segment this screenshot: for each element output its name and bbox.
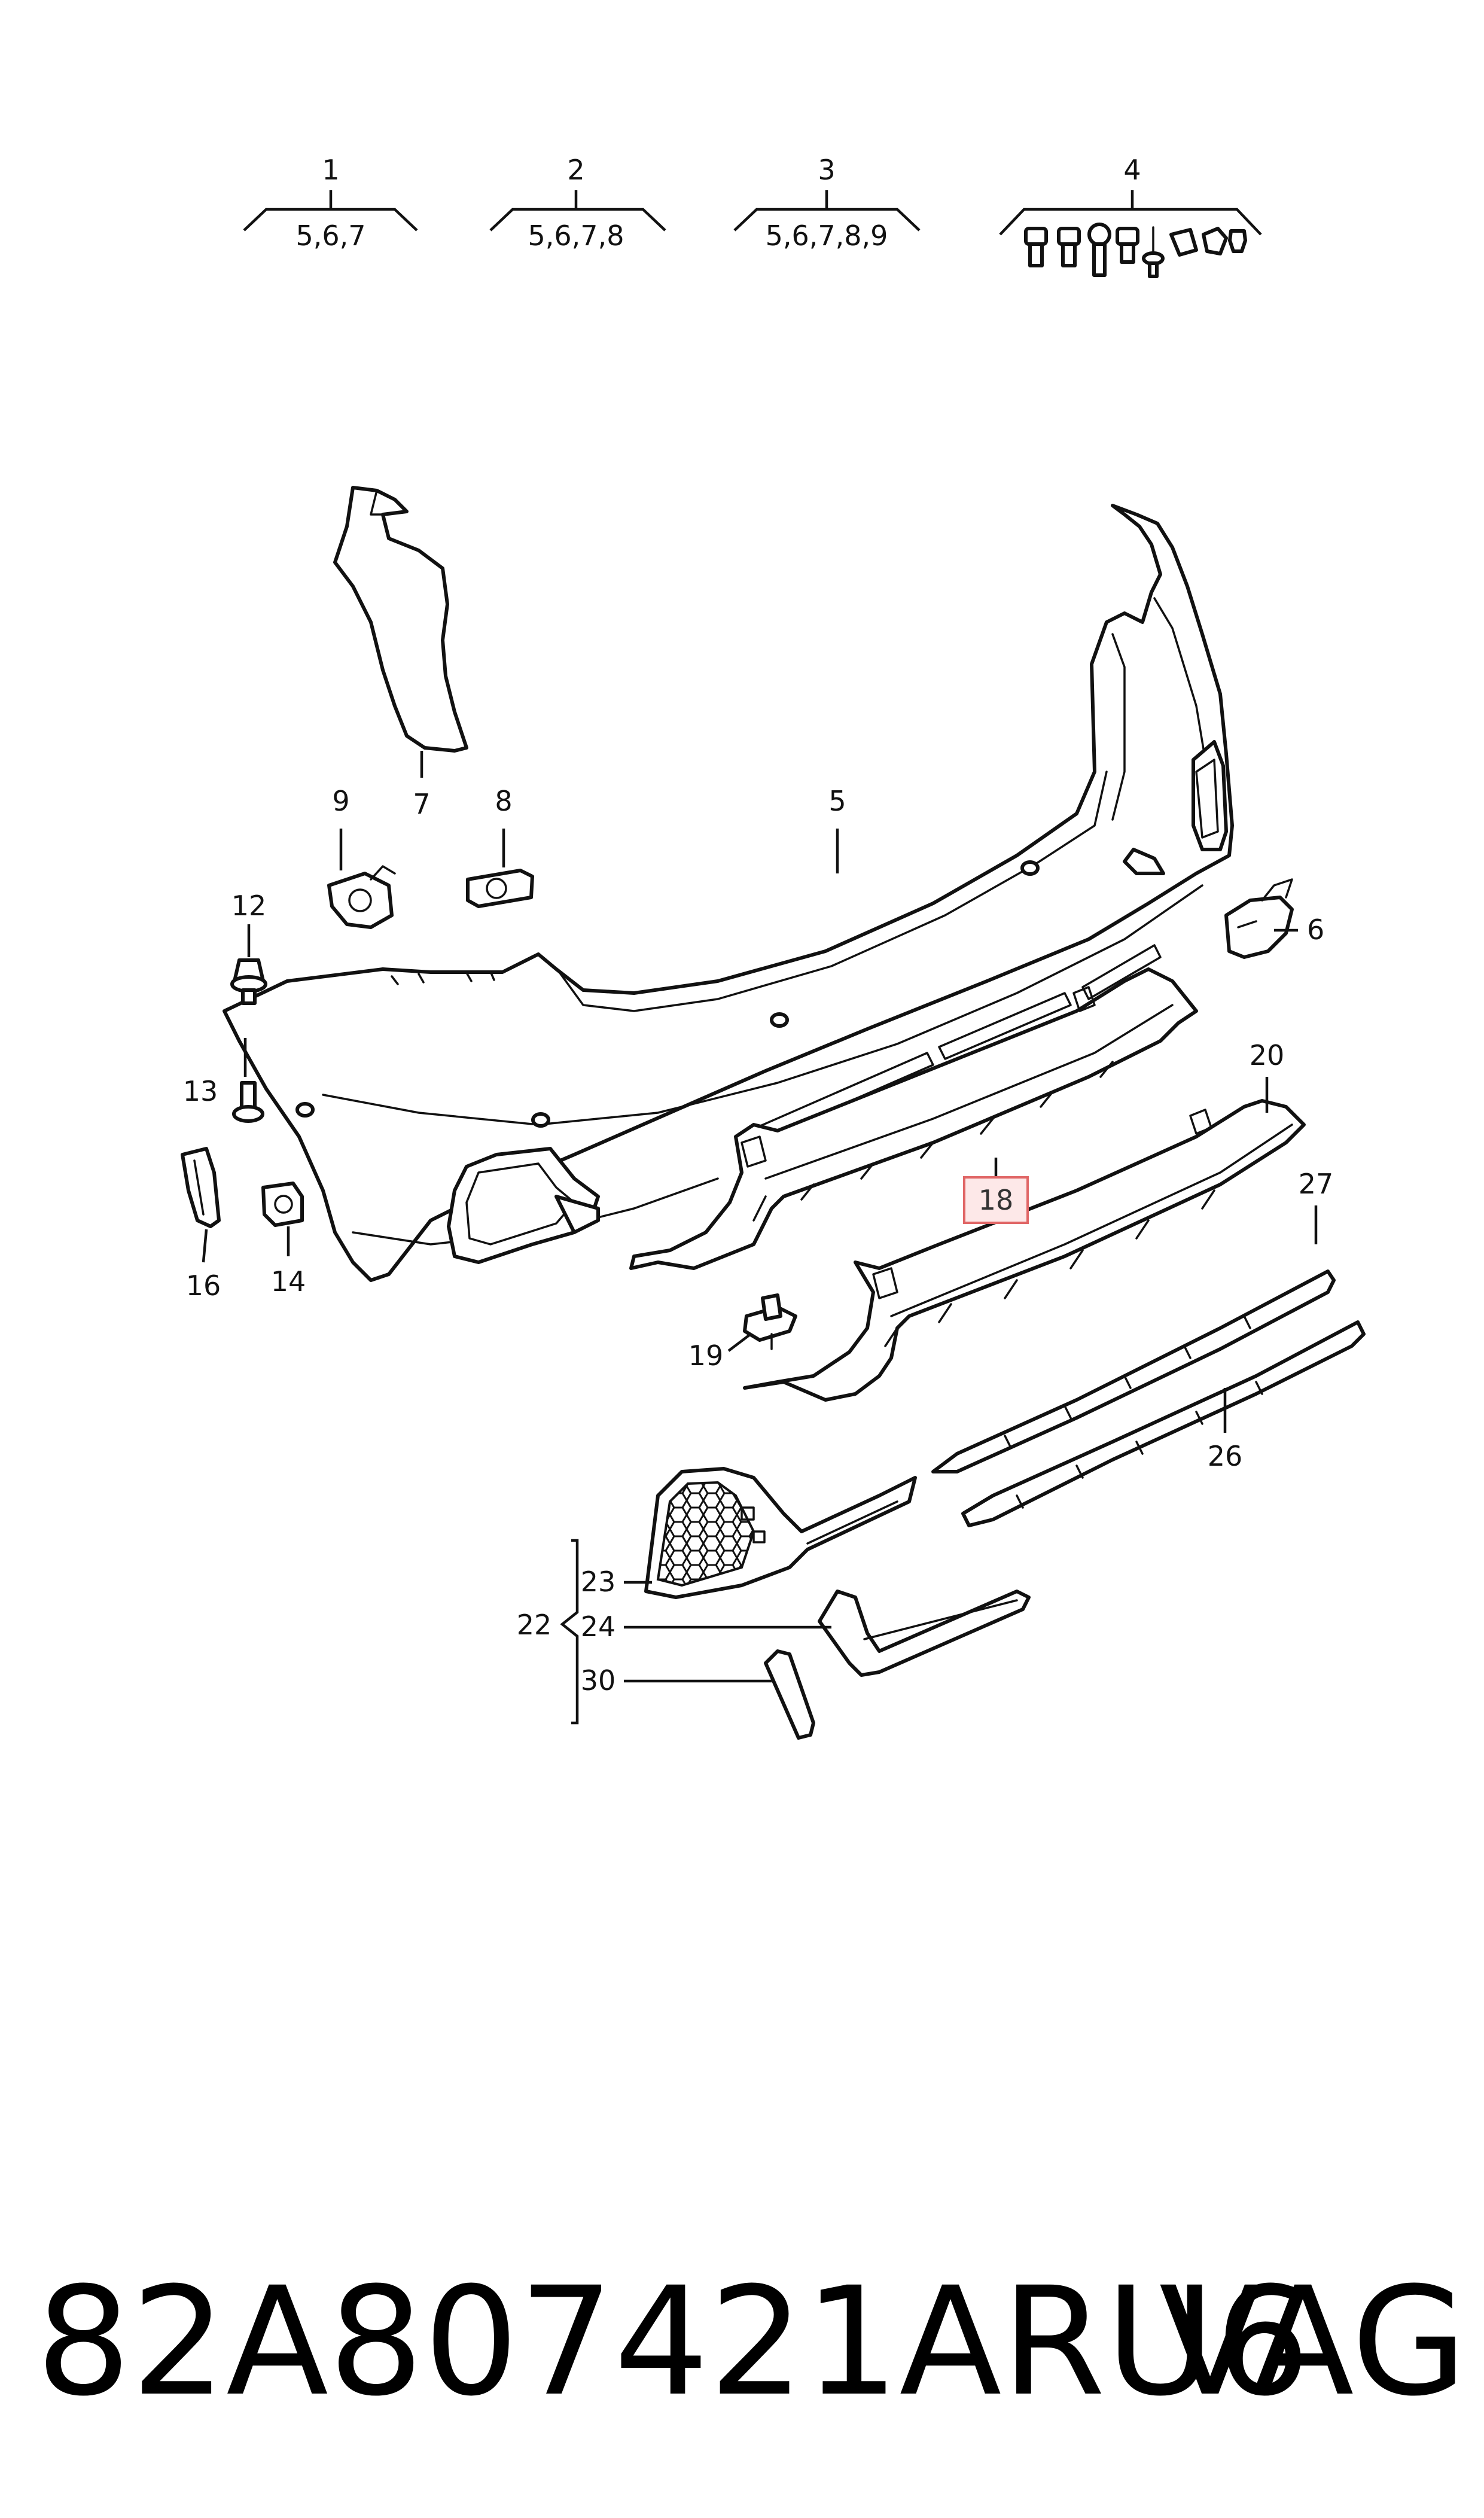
kit-group-number: 1 <box>322 154 339 186</box>
highlight-box-18 <box>963 1176 1029 1224</box>
part-number-label: 82A807421ARU6 <box>36 2255 1311 2429</box>
part-20-lower-diffuser <box>743 1099 1306 1402</box>
part-12-screw <box>230 958 267 1005</box>
part-9-sensor-bracket <box>327 865 396 929</box>
part-5-bumper-cover <box>223 504 1234 1282</box>
part-27-trim-strip <box>931 1269 1336 1473</box>
part-23-grille <box>644 1467 917 1599</box>
part-24-trim-bar <box>818 1590 1031 1677</box>
kit-group-2: 2 5,6,7,8 <box>489 154 666 252</box>
kit-group-contents: 5,6,7,8,9 <box>766 220 888 252</box>
callout-23: 23 <box>581 1566 616 1598</box>
part-26-trim-strip <box>961 1320 1366 1527</box>
clip-icon <box>1228 229 1247 253</box>
callout-14: 14 <box>271 1265 306 1298</box>
screw-icon <box>1057 227 1081 267</box>
callout-26: 26 <box>1208 1440 1243 1472</box>
screw-icon <box>1087 223 1111 277</box>
kit-group-3: 3 5,6,7,8,9 <box>733 154 921 252</box>
callout-18: 18 <box>979 1184 1014 1216</box>
kit-group-1: 1 5,6,7 <box>243 154 418 252</box>
part-14-clip-nut <box>261 1182 304 1227</box>
kit-group-contents: 5,6,7,8 <box>528 220 624 252</box>
callout-7: 7 <box>413 788 430 820</box>
kit-group-number: 4 <box>1123 154 1141 186</box>
callout-6: 6 <box>1307 914 1324 946</box>
kit-group-4: 4 <box>999 154 1262 278</box>
part-8-sensor-holder <box>466 869 534 908</box>
part-7-bracket <box>333 486 468 753</box>
kit-group-number: 3 <box>818 154 835 186</box>
fastener-icons <box>1024 223 1247 278</box>
callout-16: 16 <box>186 1269 221 1302</box>
callout-12: 12 <box>231 890 267 922</box>
screw-icon <box>1116 227 1139 264</box>
callout-24: 24 <box>581 1610 616 1643</box>
callout-20: 20 <box>1250 1039 1285 1071</box>
kit-group-number: 2 <box>567 154 584 186</box>
screw-icon <box>1024 227 1048 267</box>
brand-label: VAG <box>1159 2255 1467 2429</box>
callout-22: 22 <box>517 1609 552 1641</box>
callout-30: 30 <box>581 1664 616 1697</box>
rivet-icon <box>1142 226 1165 278</box>
callout-8: 8 <box>495 785 512 817</box>
callout-19: 19 <box>688 1339 724 1372</box>
callout-13: 13 <box>183 1075 218 1107</box>
callout-9: 9 <box>332 785 349 817</box>
kit-group-contents: 5,6,7 <box>295 220 365 252</box>
callout-numbers: 7 5 6 9 8 12 13 16 14 18 19 20 27 26 22 … <box>183 785 1334 1697</box>
callout-27: 27 <box>1299 1168 1334 1200</box>
part-6-tow-hook-cover <box>1224 878 1294 959</box>
part-13-screw <box>232 1081 264 1123</box>
part-30-small-trim <box>764 1649 815 1740</box>
part-16-guide <box>181 1147 221 1228</box>
part-18-diffuser <box>629 967 1198 1270</box>
clip-icon <box>1169 228 1198 257</box>
clip-icon <box>1202 227 1228 255</box>
callout-5: 5 <box>828 785 846 817</box>
part-19-clip <box>743 1293 797 1350</box>
